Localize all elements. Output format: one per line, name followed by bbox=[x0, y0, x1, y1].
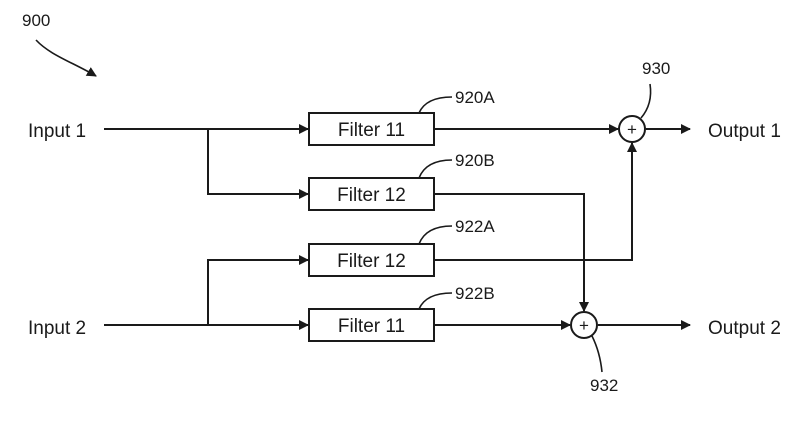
summer-932-symbol: + bbox=[579, 316, 589, 335]
figure-ref-arrow bbox=[35, 39, 97, 77]
filter-920b-block: Filter 12 bbox=[308, 177, 435, 211]
input-2-label: Input 2 bbox=[28, 318, 86, 339]
input-2-branch-to-filter-922a-wire bbox=[207, 255, 309, 325]
filter-920b-label: Filter 12 bbox=[337, 185, 406, 206]
summer-932-ref: 932 bbox=[590, 376, 618, 395]
filter-920b-ref-leader bbox=[418, 159, 453, 179]
figure-ref-label: 900 bbox=[22, 11, 50, 30]
input-1-label: Input 1 bbox=[28, 121, 86, 142]
summer-930-ref: 930 bbox=[642, 59, 670, 78]
filter-922a-label: Filter 12 bbox=[337, 251, 406, 272]
filter-920a-block: Filter 11 bbox=[308, 112, 435, 146]
filter-922b-label: Filter 11 bbox=[338, 316, 405, 337]
filter-922a-ref: 922A bbox=[455, 217, 495, 236]
summer-930-ref-leader bbox=[640, 83, 652, 119]
filter-922a-block: Filter 12 bbox=[308, 243, 435, 277]
filter-922b-ref-leader bbox=[418, 292, 453, 310]
filter-922b-block: Filter 11 bbox=[308, 308, 435, 342]
output-2-label: Output 2 bbox=[708, 318, 781, 339]
filter-920b-ref: 920B bbox=[455, 151, 495, 170]
filter-922a-to-summer-930-wire bbox=[434, 142, 637, 261]
filter-922b-ref: 922B bbox=[455, 284, 495, 303]
filter-922a-ref-leader bbox=[418, 225, 453, 245]
summer-930-symbol: + bbox=[627, 120, 637, 139]
filter-920a-ref: 920A bbox=[455, 88, 495, 107]
output-1-label: Output 1 bbox=[708, 121, 781, 142]
summer-932-ref-leader bbox=[591, 335, 603, 373]
summer-930: + bbox=[618, 115, 646, 143]
summer-932: + bbox=[570, 311, 598, 339]
filter-920a-label: Filter 11 bbox=[338, 120, 405, 141]
input-1-branch-to-filter-920b-wire bbox=[207, 129, 309, 199]
filter-920a-ref-leader bbox=[418, 96, 453, 114]
filter-920b-to-summer-932-wire bbox=[434, 193, 589, 312]
